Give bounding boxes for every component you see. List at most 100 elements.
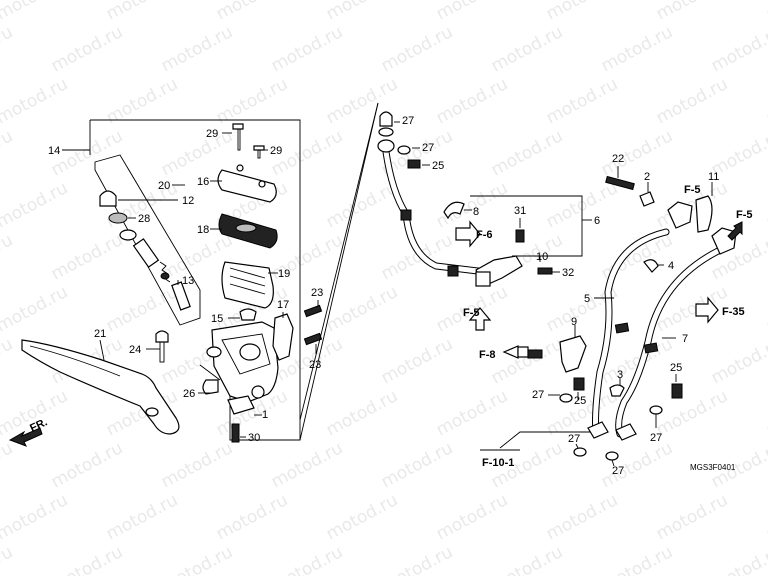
arrow-f5b-icon xyxy=(727,221,743,241)
callout-26: 26 xyxy=(183,388,195,400)
washer-27a xyxy=(378,127,394,137)
banjo-bolt xyxy=(379,111,393,127)
watermark-text: motod.ru xyxy=(0,282,71,336)
watermark-text: motod.ru xyxy=(488,334,566,388)
ref-f5-right[interactable]: F-5 xyxy=(736,209,753,221)
watermark-text: motod.ru xyxy=(488,542,566,576)
callout-2: 2 xyxy=(644,171,650,183)
watermark-text: motod.ru xyxy=(433,490,511,544)
callout-11: 11 xyxy=(708,171,719,183)
screw-29a-head xyxy=(232,123,244,130)
arrow-f35-icon xyxy=(695,296,719,324)
callout-5: 5 xyxy=(584,293,590,305)
pushrod-13 xyxy=(171,281,191,311)
watermark-text: motod.ru xyxy=(48,230,126,284)
watermark-text: motod.ru xyxy=(158,438,236,492)
bolt-f8 xyxy=(527,349,543,359)
clamp-8 xyxy=(443,201,465,220)
watermark-text: motod.ru xyxy=(708,22,768,76)
watermark-text: motod.ru xyxy=(48,22,126,76)
callout-29a: 29 xyxy=(206,128,218,140)
ref-f5-mid[interactable]: F-5 xyxy=(463,307,480,319)
watermark-text: motod.ru xyxy=(0,22,16,76)
watermark-text: motod.ru xyxy=(653,0,731,24)
callout-6: 6 xyxy=(594,215,600,227)
group-6-outline xyxy=(470,195,583,257)
washer xyxy=(119,229,137,241)
watermark-text: motod.ru xyxy=(0,74,71,128)
watermark-text: motod.ru xyxy=(543,0,621,24)
watermark-text: motod.ru xyxy=(48,438,126,492)
callout-7: 7 xyxy=(682,333,688,345)
watermark-text: motod.ru xyxy=(433,74,511,128)
ref-f5-top[interactable]: F-5 xyxy=(684,184,701,196)
ref-f35[interactable]: F-35 xyxy=(722,306,745,318)
callout-4: 4 xyxy=(668,260,674,272)
piston-kit xyxy=(99,190,191,311)
watermark-text: motod.ru xyxy=(763,178,768,232)
master-cylinder-assembly xyxy=(21,102,379,443)
watermark-text: motod.ru xyxy=(103,282,181,336)
watermark-text: motod.ru xyxy=(433,386,511,440)
watermark-text: motod.ru xyxy=(543,74,621,128)
callout-30: 30 xyxy=(248,432,260,444)
watermark-text: motod.ru xyxy=(268,542,346,576)
watermark-text: motod.ru xyxy=(323,386,401,440)
callout-23b: 23 xyxy=(309,359,321,371)
holder-17 xyxy=(272,313,294,361)
switch-26 xyxy=(202,379,219,395)
watermark-text: motod.ru xyxy=(708,542,768,576)
callout-1: 1 xyxy=(262,409,268,421)
brake-lever-21 xyxy=(21,339,180,435)
watermark-text: motod.ru xyxy=(213,0,291,24)
watermark-text: motod.ru xyxy=(0,490,71,544)
watermark-text: motod.ru xyxy=(0,334,16,388)
cap-hole xyxy=(236,164,244,172)
banjo-port xyxy=(251,385,265,399)
ref-f8[interactable]: F-8 xyxy=(479,349,496,361)
watermark-text: motod.ru xyxy=(488,22,566,76)
reservoir-cap-group xyxy=(210,123,278,309)
body-edge xyxy=(199,364,221,381)
clamp-2 xyxy=(639,191,655,207)
arrow-f8-tail xyxy=(517,346,529,358)
callout-23a: 23 xyxy=(311,287,323,299)
cylinder-bore xyxy=(239,343,261,361)
leader-21 xyxy=(99,339,105,361)
lever-blade xyxy=(21,339,180,435)
callout-25b: 25 xyxy=(574,395,586,407)
callout-27f: 27 xyxy=(612,465,624,477)
watermark-text: motod.ru xyxy=(598,438,676,492)
ref-f6[interactable]: F-6 xyxy=(476,229,493,241)
callout-21: 21 xyxy=(94,328,106,340)
watermark-text: motod.ru xyxy=(598,126,676,180)
watermark-text: motod.ru xyxy=(0,126,16,180)
callout-12: 12 xyxy=(182,195,194,207)
lever-edge xyxy=(29,345,121,377)
leader-27e xyxy=(575,443,579,449)
watermark-text: motod.ru xyxy=(323,0,401,24)
ref-f10-1[interactable]: F-10-1 xyxy=(482,457,514,469)
piston xyxy=(132,238,160,268)
reservoir-cap-16 xyxy=(217,169,277,203)
hose-sleeve xyxy=(614,322,630,334)
callout-9: 9 xyxy=(571,316,577,328)
callout-27b: 27 xyxy=(422,142,434,154)
watermark-text: motod.ru xyxy=(763,386,768,440)
callout-31: 31 xyxy=(514,205,526,217)
bolt-25b xyxy=(573,377,585,391)
reference-arrows xyxy=(455,220,743,359)
diaphragm-ribs xyxy=(229,267,266,295)
bolts-23 xyxy=(303,300,323,354)
callout-29b: 29 xyxy=(270,145,282,157)
watermark-text: motod.ru xyxy=(0,542,16,576)
bolt-32 xyxy=(537,267,553,275)
boot-12 xyxy=(99,190,117,207)
clip-15 xyxy=(239,308,257,321)
watermark-text: motod.ru xyxy=(653,386,731,440)
watermark-text: motod.ru xyxy=(268,438,346,492)
arrow-f8-icon xyxy=(502,345,519,359)
watermark-text: motod.ru xyxy=(598,542,676,576)
leader-27f xyxy=(611,459,615,467)
arrow-f5-down-icon xyxy=(468,307,492,331)
